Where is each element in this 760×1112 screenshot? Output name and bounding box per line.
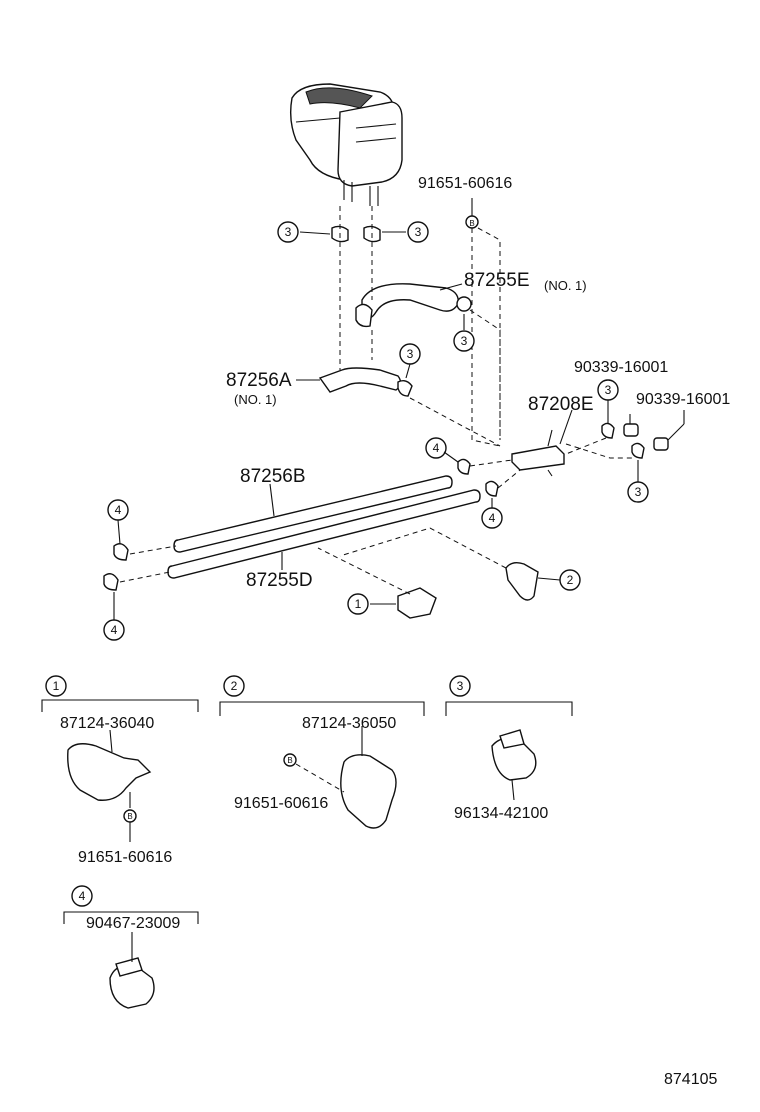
- label-87208e: 87208E: [528, 394, 594, 415]
- hose-87256b: [173, 475, 453, 553]
- hose-87256a: [296, 343, 501, 447]
- callout-3-c: 3: [461, 334, 468, 348]
- callout-3-e: 3: [605, 383, 612, 397]
- heater-unit: [289, 83, 403, 206]
- clip-3-right-lower: [565, 442, 649, 503]
- label-no1-b: (NO. 1): [234, 392, 277, 407]
- label-87124-36040: 87124-36040: [60, 715, 154, 732]
- label-91651-top: 91651-60616: [418, 175, 512, 192]
- clip-4-left-upper: [107, 499, 177, 561]
- detail-4: [63, 885, 199, 1009]
- callout-1-detail: 1: [53, 679, 60, 693]
- label-no1-a: (NO. 1): [544, 278, 587, 293]
- label-90339-b: 90339-16001: [636, 391, 730, 408]
- label-87255d: 87255D: [246, 570, 313, 591]
- clip-3-right-upper: [565, 379, 619, 455]
- clip-4-joint-lower: [481, 469, 521, 529]
- diagram-id: 874105: [664, 1071, 717, 1088]
- bolt-mark-d1: B: [127, 812, 132, 821]
- clip-3-left: [277, 221, 349, 243]
- detail-3: [445, 675, 573, 801]
- callout-4-detail: 4: [79, 889, 86, 903]
- detail-2: [219, 675, 425, 829]
- callout-3-b: 3: [415, 225, 422, 239]
- bolt-top: [465, 198, 501, 447]
- label-87255e: 87255E: [464, 270, 530, 291]
- label-90467: 90467-23009: [86, 915, 180, 932]
- joint-87208e: [511, 409, 573, 477]
- hose-87255e: [355, 283, 472, 328]
- bolt-mark-d2: B: [287, 756, 292, 765]
- label-91651-d2: 91651-60616: [234, 795, 328, 812]
- clip-4-joint-upper: [425, 437, 513, 475]
- callout-4-b: 4: [489, 511, 496, 525]
- callout-3-f: 3: [635, 485, 642, 499]
- detail-1: [41, 675, 199, 842]
- label-87256b: 87256B: [240, 466, 306, 487]
- clip-3-mid: [453, 309, 501, 440]
- label-90339-a: 90339-16001: [574, 359, 668, 376]
- callout-3-detail: 3: [457, 679, 464, 693]
- callout-2-detail: 2: [231, 679, 238, 693]
- callout-4-a: 4: [433, 441, 440, 455]
- hose-87255d: [167, 489, 481, 579]
- cap-90339-right: [653, 410, 685, 451]
- label-87256a: 87256A: [226, 370, 292, 391]
- callout-4-c: 4: [115, 503, 122, 517]
- label-87124-36050: 87124-36050: [302, 715, 396, 732]
- callout-3-a: 3: [285, 225, 292, 239]
- callout-1-a: 1: [355, 597, 362, 611]
- cap-90339-left: [623, 414, 639, 437]
- callout-2-a: 2: [567, 573, 574, 587]
- label-96134: 96134-42100: [454, 805, 548, 822]
- bolt-mark-top: B: [469, 219, 474, 228]
- callout-4-d: 4: [111, 623, 118, 637]
- clip-4-left-lower: [103, 571, 171, 641]
- bracket-2-right: [339, 527, 581, 601]
- label-91651-d1: 91651-60616: [78, 849, 172, 866]
- callout-3-d: 3: [407, 347, 414, 361]
- bracket-1-bottom: [317, 547, 437, 619]
